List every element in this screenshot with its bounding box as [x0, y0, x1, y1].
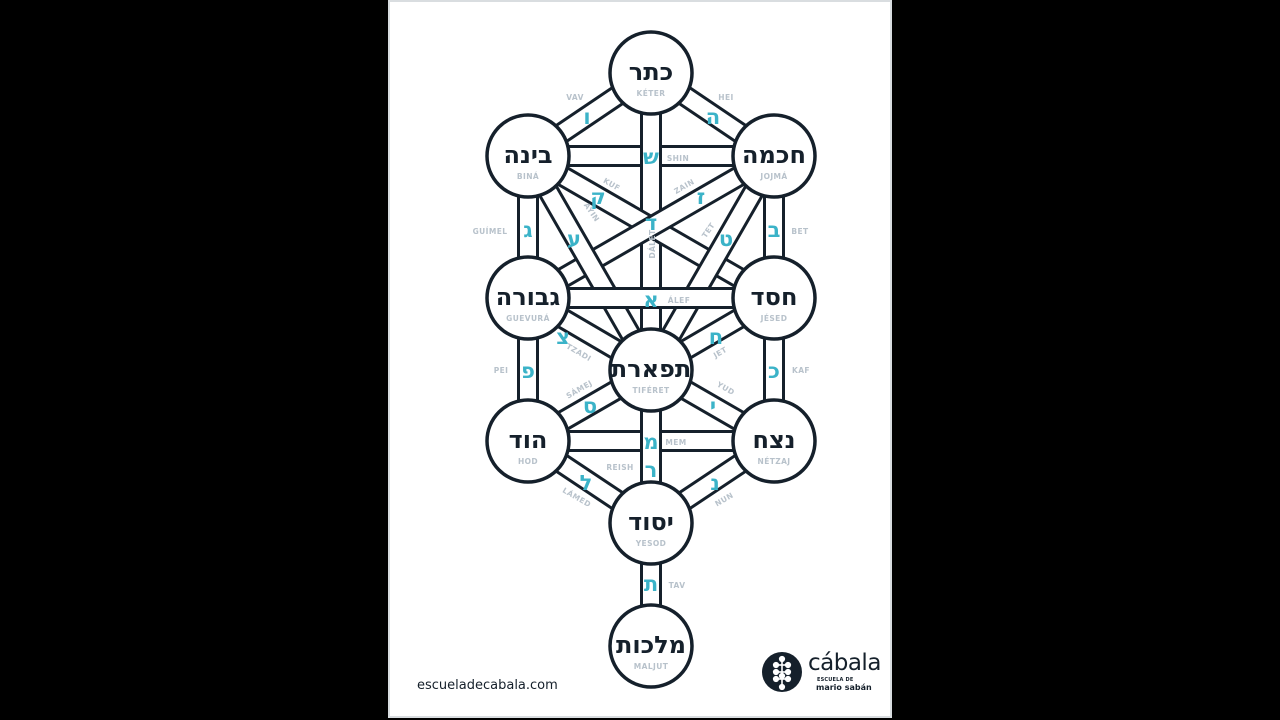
sefira-circle: [608, 30, 694, 116]
sefira-circle: [608, 603, 694, 689]
path-letter-pei: פ: [521, 359, 535, 383]
path-letter-lamed: ל: [580, 471, 593, 495]
sefira-name: NÉTZAJ: [758, 457, 791, 466]
sefira-circle: [731, 398, 817, 484]
path-letter-tav: ת: [644, 572, 658, 596]
path-name-hei: HEI: [718, 93, 733, 102]
sefira-hebrew: נצח: [752, 426, 795, 454]
sefira-bina: בינה BINÁ: [485, 113, 571, 199]
path-letter-nun: נ: [710, 471, 720, 495]
sefira-tiferet: תפארת TIFÉRET: [608, 327, 694, 413]
path-letter-tet: ט: [719, 227, 733, 251]
sefira-hebrew: מלכות: [616, 631, 686, 659]
path-letter-kaf: כ: [768, 359, 780, 383]
website-url[interactable]: escueladecabala.com: [417, 678, 558, 693]
sefira-name: YESOD: [635, 539, 667, 548]
sefira-circle: [731, 255, 817, 341]
path-letter-reish: ר: [645, 458, 658, 482]
sefira-keter: כתר KÉTER: [608, 30, 694, 116]
sefira-name: JÉSED: [760, 314, 788, 323]
sefira-name: BINÁ: [517, 172, 539, 181]
path-letter-alef: א: [643, 288, 658, 312]
sefira-name: JOJMÁ: [759, 172, 787, 181]
sefira-name: MALJUT: [634, 662, 669, 671]
path-zain: [522, 146, 780, 308]
sefira-name: TIFÉRET: [633, 386, 670, 395]
sefirot-layer: כתרKÉTERבינהBINÁחכמהJOJMÁגבורהGUEVURÁחסד…: [485, 30, 817, 689]
path-name-tet: TET: [700, 221, 717, 240]
path-name-pei: PEI: [494, 366, 509, 375]
path-name-mem: MEM: [665, 438, 686, 447]
brand-name: cábala: [808, 650, 881, 676]
path-letter-shin: ש: [643, 145, 659, 169]
brand-subtitle: ESCUELA DE: [817, 677, 854, 683]
path-letter-kuf: ק: [590, 185, 605, 209]
tree-logo-icon: [762, 652, 802, 692]
sefira-circle: [608, 480, 694, 566]
path-letter-hei: ה: [706, 105, 720, 129]
sefira-guevura: גבורה GUEVURÁ: [485, 255, 571, 341]
path-letter-ayin: ע: [567, 227, 581, 251]
sefira-hebrew: תפארת: [611, 355, 692, 383]
path-name-yud: YUD: [714, 379, 736, 397]
sefira-circle: [485, 255, 571, 341]
path-name-guimel: GUÍMEL: [473, 227, 508, 236]
sefira-hod: הוד HOD: [485, 398, 571, 484]
path-name-vav: VAV: [566, 93, 584, 102]
path-letter-jet: ח: [709, 325, 723, 349]
path-name-bet: BET: [791, 227, 809, 236]
sefira-name: KÉTER: [637, 89, 666, 98]
sefira-hebrew: חכמה: [742, 141, 806, 169]
path-letter-vav: ו: [583, 105, 590, 129]
sefira-maljut: מלכות MALJUT: [608, 603, 694, 689]
path-name-kaf: KAF: [792, 366, 810, 375]
sefira-name: HOD: [518, 457, 538, 466]
sefira-hebrew: חסד: [751, 283, 798, 311]
sefira-circle: [485, 113, 571, 199]
sefira-name: GUEVURÁ: [506, 314, 550, 323]
path-name-shin: SHIN: [667, 154, 689, 163]
sefira-circle: [608, 327, 694, 413]
path-letter-yud: י: [710, 394, 716, 418]
sefira-circle: [731, 113, 817, 199]
path-letter-guimel: ג: [523, 218, 532, 242]
path-letter-zain: ז: [697, 185, 705, 209]
sefira-hebrew: הוד: [509, 426, 548, 454]
path-name-tav: TAV: [669, 581, 686, 590]
path-letter-bet: ב: [768, 218, 781, 242]
brand-author: mario sabán: [816, 683, 872, 692]
path-letter-samej: ס: [583, 394, 597, 418]
sefira-hebrew: גבורה: [496, 283, 561, 311]
sefira-jojma: חכמה JOJMÁ: [731, 113, 817, 199]
sefira-netzaj: נצח NÉTZAJ: [731, 398, 817, 484]
sefira-circle: [485, 398, 571, 484]
sefira-jesed: חסד JÉSED: [731, 255, 817, 341]
path-letter-dalet: ד: [645, 211, 657, 235]
path-name-alef: ÁLEF: [668, 296, 690, 305]
path-name-dalet: DÁLET: [648, 229, 657, 259]
path-name-reish: REISH: [606, 463, 633, 472]
path-letter-tzadi: צ: [556, 325, 570, 349]
sefira-yesod: יסוד YESOD: [608, 480, 694, 566]
sefira-hebrew: יסוד: [628, 508, 674, 536]
sefira-hebrew: כתר: [629, 58, 673, 86]
sefira-hebrew: בינה: [503, 141, 552, 169]
path-letter-mem: מ: [643, 430, 658, 454]
brand-logo: cábala ESCUELA DE mario sabán: [760, 650, 881, 694]
